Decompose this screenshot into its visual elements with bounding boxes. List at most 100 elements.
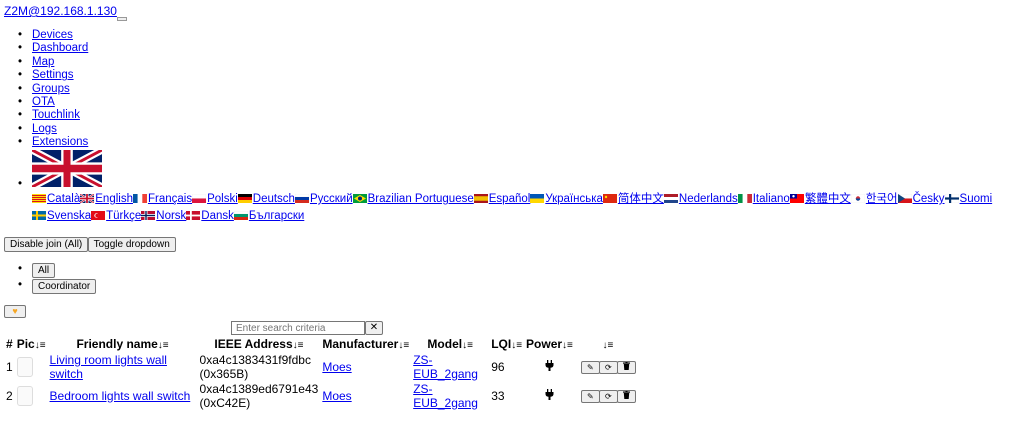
brand-link[interactable]: Z2M@192.168.1.130 — [4, 4, 117, 18]
language-link[interactable]: Svenska — [32, 210, 91, 222]
header-power[interactable]: Power↓≡ — [526, 337, 573, 351]
language-link[interactable]: Español — [473, 193, 530, 205]
flag-czech-icon — [897, 194, 912, 203]
nav-link-extensions[interactable]: Extensions — [32, 136, 89, 149]
filter-item-all: All — [18, 262, 96, 278]
flag-denmark-icon — [186, 211, 201, 220]
navbar-toggler-button[interactable] — [116, 17, 127, 21]
search-input[interactable] — [231, 321, 365, 335]
nav-item-dashboard: Dashboard — [18, 42, 89, 56]
sort-icon: ↓≡ — [462, 340, 473, 351]
manufacturer-link[interactable]: Moes — [322, 359, 352, 374]
nav-link-touchlink[interactable]: Touchlink — [32, 109, 80, 122]
language-label: Česky — [912, 193, 945, 205]
language-label: 简体中文 — [617, 193, 664, 205]
language-link[interactable]: English — [80, 193, 133, 205]
nav-link-ota[interactable]: OTA — [32, 95, 55, 108]
nav-link-dashboard[interactable]: Dashboard — [32, 42, 89, 55]
flag-netherlands-icon — [663, 194, 678, 203]
language-link[interactable]: Deutsch — [237, 193, 295, 205]
manufacturer-link[interactable]: Moes — [322, 388, 352, 403]
language-bullet: • — [18, 178, 23, 190]
header-pic[interactable]: Pic↓≡ — [16, 337, 46, 351]
language-label: Dansk — [201, 210, 234, 222]
language-link[interactable]: Українська — [530, 193, 603, 205]
nav-link-devices[interactable]: Devices — [32, 29, 73, 41]
table-row: 2 Bedroom lights wall switch 0xa4c1389ed… — [4, 381, 641, 410]
header-model[interactable]: Model↓≡ — [427, 337, 473, 351]
cell-actions: ✎⟳ — [575, 352, 641, 381]
heart-button[interactable]: ♥ — [4, 305, 26, 318]
header-friendly-name[interactable]: Friendly name↓≡ — [76, 337, 169, 351]
language-link[interactable]: Polski — [192, 193, 238, 205]
language-link[interactable]: 한국어 — [850, 193, 898, 205]
filter-all-button[interactable]: All — [32, 263, 56, 278]
cell-ieee: 0xa4c1383431f9fdbc(0x365B) — [198, 352, 321, 381]
main-nav: Devices Dashboard Map Settings Groups OT… — [18, 29, 89, 150]
filter-coordinator-button[interactable]: Coordinator — [32, 279, 97, 294]
nav-item-ota: OTA — [18, 95, 88, 110]
header-manufacturer[interactable]: Manufacturer↓≡ — [322, 337, 410, 351]
nav-link-map[interactable]: Map — [32, 55, 55, 68]
edit-icon: ✎ — [587, 363, 594, 372]
model-link[interactable]: ZS-EUB_2gang — [413, 381, 478, 410]
flag-sweden-icon — [32, 211, 46, 220]
flag-france-icon — [132, 194, 147, 203]
flag-ukraine-icon — [530, 194, 545, 203]
language-link[interactable]: Italiano — [737, 193, 790, 205]
device-link[interactable]: Living room lights wall switch — [49, 352, 167, 381]
rename-button[interactable]: ✎ — [580, 390, 600, 403]
language-link[interactable]: Suomi — [944, 193, 992, 205]
cell-num: 2 — [6, 388, 13, 403]
remove-button[interactable] — [616, 361, 636, 374]
reconfigure-button[interactable]: ⟳ — [598, 361, 618, 374]
language-label: Türkçe — [106, 210, 142, 222]
search-clear-button[interactable]: ✕ — [365, 321, 383, 335]
trash-icon — [622, 362, 630, 370]
toggle-dropdown-button[interactable]: Toggle dropdown — [87, 237, 176, 252]
language-link[interactable]: 繁體中文 — [789, 193, 851, 205]
language-label: Català — [47, 193, 81, 205]
model-link[interactable]: ZS-EUB_2gang — [413, 352, 478, 381]
language-link[interactable]: Norsk — [141, 210, 186, 222]
nav-link-logs[interactable]: Logs — [32, 122, 57, 135]
language-toggle-uk-flag-icon[interactable] — [32, 150, 102, 187]
device-filter-list: All Coordinator — [18, 262, 97, 294]
plug-icon — [545, 388, 554, 400]
header-ieee-address[interactable]: IEEE Address↓≡ — [214, 337, 304, 351]
language-link[interactable]: Česky — [897, 193, 945, 205]
devices-table: # Pic↓≡ Friendly name↓≡ IEEE Address↓≡ M… — [4, 336, 641, 410]
flag-germany-icon — [237, 194, 252, 203]
nav-link-settings[interactable]: Settings — [32, 69, 74, 82]
cell-model: ZS-EUB_2gang — [411, 352, 489, 381]
language-label: Deutsch — [252, 193, 295, 205]
reconfigure-button[interactable]: ⟳ — [598, 390, 618, 403]
header-lqi[interactable]: LQI↓≡ — [491, 337, 523, 351]
language-link[interactable]: Türkçe — [91, 210, 141, 222]
flag-russia-icon — [294, 194, 309, 203]
filter-item-coordinator: Coordinator — [18, 278, 97, 294]
remove-button[interactable] — [616, 390, 636, 403]
flag-bulgaria-icon — [233, 211, 248, 220]
disable-join-button[interactable]: Disable join (All) — [4, 237, 89, 252]
language-label: Français — [147, 193, 193, 205]
language-link[interactable]: Русский — [294, 193, 353, 205]
nav-link-groups[interactable]: Groups — [32, 82, 70, 95]
language-link[interactable]: Dansk — [186, 210, 234, 222]
heart-icon: ♥ — [12, 306, 18, 316]
flag-italy-icon — [737, 194, 752, 203]
language-link[interactable]: Brazilian Portuguese — [352, 193, 474, 205]
language-link[interactable]: Français — [132, 193, 193, 205]
language-link[interactable]: Български — [233, 210, 304, 222]
nav-item-settings: Settings — [18, 69, 88, 83]
header-actions[interactable]: ↓≡ — [575, 336, 641, 352]
language-link[interactable]: Nederlands — [663, 193, 738, 205]
device-link[interactable]: Bedroom lights wall switch — [49, 388, 191, 403]
cell-pic — [15, 381, 48, 410]
rename-button[interactable]: ✎ — [580, 361, 600, 374]
language-link[interactable]: Català — [32, 193, 80, 205]
language-link[interactable]: 简体中文 — [602, 193, 664, 205]
search-bar: ✕ — [231, 321, 383, 335]
language-label: Nederlands — [678, 193, 738, 205]
